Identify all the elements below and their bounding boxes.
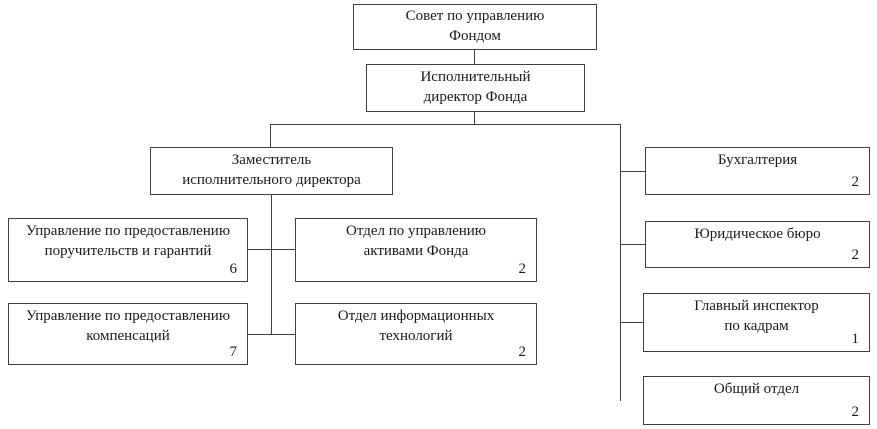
org-node-guarantees-count: 6 bbox=[229, 261, 238, 278]
org-node-legal-label: Юридическое бюро bbox=[694, 226, 821, 242]
org-node-board-label: Совет по управлению Фондом bbox=[405, 8, 545, 44]
connector-stub-accounting bbox=[620, 171, 645, 172]
org-node-it-label: Отдел информационных технологий bbox=[337, 308, 495, 344]
org-node-legal: Юридическое бюро 2 bbox=[645, 221, 870, 268]
org-node-accounting: Бухгалтерия 2 bbox=[645, 147, 870, 195]
org-node-compensation-label: Управление по предоставлению компенсаций bbox=[25, 308, 231, 344]
org-node-board: Совет по управлению Фондом bbox=[353, 4, 597, 50]
connector-stub-legal bbox=[620, 244, 645, 245]
org-node-deputy: Заместитель исполнительного директора bbox=[150, 147, 393, 195]
org-node-general-count: 2 bbox=[851, 404, 860, 421]
connector-row2 bbox=[248, 334, 295, 335]
connector-stub-hr bbox=[620, 322, 643, 323]
org-node-assets-count: 2 bbox=[518, 261, 527, 278]
connector-board-director bbox=[474, 50, 475, 64]
org-node-assets-label: Отдел по управлению активами Фонда bbox=[346, 223, 486, 259]
org-node-guarantees-label: Управление по предоставлению поручительс… bbox=[25, 223, 231, 259]
org-node-it: Отдел информационных технологий 2 bbox=[295, 303, 537, 365]
org-node-assets: Отдел по управлению активами Фонда 2 bbox=[295, 218, 537, 282]
org-node-it-count: 2 bbox=[518, 344, 527, 361]
org-node-accounting-label: Бухгалтерия bbox=[717, 152, 798, 168]
org-node-hr: Главный инспектор по кадрам 1 bbox=[643, 293, 870, 352]
org-node-deputy-label: Заместитель исполнительного директора bbox=[182, 152, 361, 188]
connector-left-drop bbox=[270, 124, 271, 147]
connector-right-trunk bbox=[620, 124, 621, 401]
org-node-hr-count: 1 bbox=[851, 331, 860, 348]
org-node-accounting-count: 2 bbox=[851, 174, 860, 191]
connector-main-horizontal bbox=[270, 124, 621, 125]
org-node-general-label: Общий отдел bbox=[713, 381, 800, 397]
org-node-compensation-count: 7 bbox=[229, 344, 238, 361]
connector-deputy-trunk bbox=[271, 195, 272, 335]
org-node-general: Общий отдел 2 bbox=[643, 376, 870, 425]
connector-row1 bbox=[248, 249, 295, 250]
connector-director-down bbox=[474, 112, 475, 124]
org-node-legal-count: 2 bbox=[851, 247, 860, 264]
org-node-hr-label: Главный инспектор по кадрам bbox=[694, 298, 819, 334]
org-node-guarantees: Управление по предоставлению поручительс… bbox=[8, 218, 248, 282]
org-node-compensation: Управление по предоставлению компенсаций… bbox=[8, 303, 248, 365]
org-node-director: Исполнительный директор Фонда bbox=[366, 64, 585, 112]
org-node-director-label: Исполнительный директор Фонда bbox=[420, 69, 531, 105]
